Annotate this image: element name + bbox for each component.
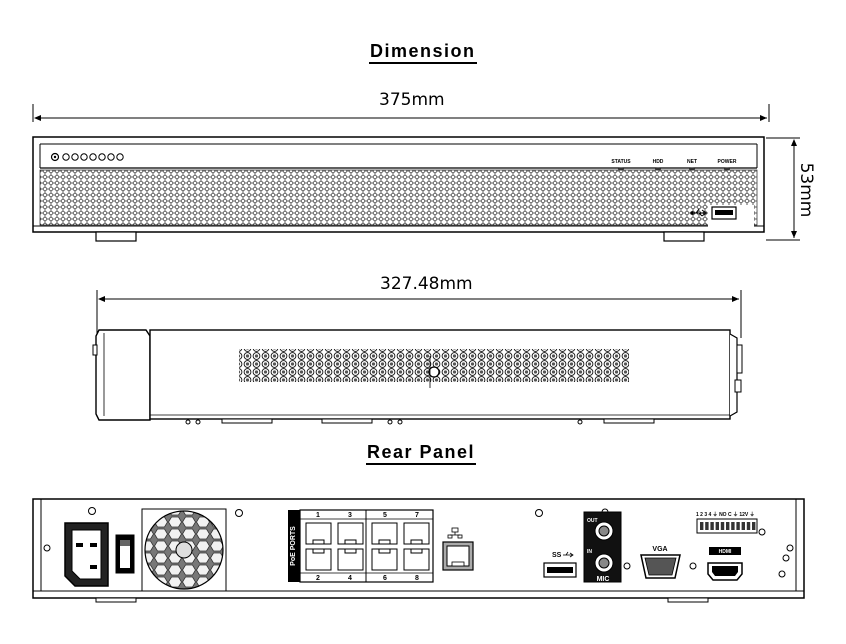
alarm-terminal-pin bbox=[741, 522, 745, 530]
indicator-net-label: NET bbox=[687, 159, 697, 165]
front-button-row bbox=[50, 152, 124, 162]
poe-port-number-5: 5 bbox=[383, 512, 387, 519]
rear-usb3-port: SS bbox=[543, 551, 577, 578]
vga-port: VGA bbox=[640, 546, 681, 579]
poe-port-number-6: 6 bbox=[383, 575, 387, 582]
alarm-terminal-pin bbox=[700, 522, 704, 530]
indicator-hdd-label: HDD bbox=[653, 159, 664, 165]
poe-rj45-port bbox=[371, 548, 398, 571]
alarm-terminal-pin bbox=[731, 522, 735, 530]
poe-rj45-port bbox=[337, 548, 364, 571]
rear-screws bbox=[43, 507, 794, 578]
front-usb-port bbox=[690, 205, 754, 227]
front-panel-button bbox=[80, 153, 88, 161]
usb-icon bbox=[563, 551, 574, 558]
alarm-terminal-pin bbox=[726, 522, 730, 530]
alarm-terminal-labels: 1 2 3 4 ⏚ NO C ⏚ 12V ⏚ bbox=[696, 511, 755, 518]
hdd-led bbox=[655, 167, 661, 171]
network-icon bbox=[447, 527, 463, 539]
dimension-heading: Dimension bbox=[369, 40, 477, 64]
front-panel-button bbox=[107, 153, 115, 161]
poe-port-block: PoE PORTS 1 3 5 7 2 4 6 8 bbox=[288, 509, 434, 583]
power-switch bbox=[115, 534, 135, 574]
depth-dimension-label: 327.48mm bbox=[380, 274, 473, 294]
alarm-terminal-pin bbox=[752, 522, 756, 530]
poe-port-number-3: 3 bbox=[348, 512, 352, 519]
poe-rj45-port bbox=[403, 522, 430, 545]
audio-block: OUT IN MIC bbox=[583, 511, 622, 583]
front-panel-button bbox=[71, 153, 79, 161]
hdmi-port: HDMI bbox=[707, 547, 743, 581]
side-view bbox=[92, 290, 743, 425]
usb3-label: SS bbox=[552, 552, 562, 559]
power-inlet bbox=[64, 522, 109, 587]
alarm-terminal-pin bbox=[705, 522, 709, 530]
status-led bbox=[618, 167, 624, 171]
poe-ports-label: PoE PORTS bbox=[290, 526, 297, 566]
width-dimension-label: 375mm bbox=[379, 90, 445, 110]
alarm-terminal-pin bbox=[736, 522, 740, 530]
poe-port-number-2: 2 bbox=[316, 575, 320, 582]
front-view: STATUS HDD NET POWER bbox=[32, 104, 800, 242]
mic-label: MIC bbox=[597, 576, 610, 583]
power-led bbox=[724, 167, 730, 171]
front-panel-button bbox=[98, 153, 106, 161]
usb-icon bbox=[690, 208, 707, 217]
alarm-terminal-pin bbox=[746, 522, 751, 530]
rear-panel-heading: Rear Panel bbox=[366, 441, 477, 465]
front-indicators: STATUS HDD NET POWER bbox=[611, 159, 737, 171]
poe-port-number-4: 4 bbox=[348, 575, 352, 582]
rear-view: PoE PORTS 1 3 5 7 2 4 6 8 bbox=[32, 498, 805, 603]
alarm-terminal-pin bbox=[715, 522, 719, 530]
front-panel-button bbox=[116, 153, 124, 161]
poe-port-number-7: 7 bbox=[415, 512, 419, 519]
poe-port-number-1: 1 bbox=[316, 512, 320, 519]
cooling-fan bbox=[141, 508, 227, 592]
poe-port-number-8: 8 bbox=[415, 575, 419, 582]
front-panel-button bbox=[89, 153, 97, 161]
audio-out-label: OUT bbox=[587, 518, 598, 524]
poe-rj45-port bbox=[305, 522, 332, 545]
alarm-terminal-block: 1 2 3 4 ⏚ NO C ⏚ 12V ⏚ bbox=[696, 511, 758, 534]
poe-rj45-port bbox=[403, 548, 430, 571]
indicator-status-label: STATUS bbox=[611, 159, 631, 165]
front-panel-button bbox=[62, 153, 70, 161]
audio-in-label: IN bbox=[587, 549, 592, 555]
alarm-terminal-pin bbox=[720, 522, 725, 530]
poe-rj45-port bbox=[305, 548, 332, 571]
poe-rj45-port bbox=[371, 522, 398, 545]
poe-rj45-port bbox=[337, 522, 364, 545]
alarm-terminal-pin bbox=[710, 522, 714, 530]
hdmi-label: HDMI bbox=[719, 549, 732, 555]
lan-uplink-port bbox=[442, 527, 474, 571]
net-led bbox=[689, 167, 695, 171]
indicator-power-label: POWER bbox=[718, 159, 737, 165]
vga-label: VGA bbox=[652, 546, 667, 553]
